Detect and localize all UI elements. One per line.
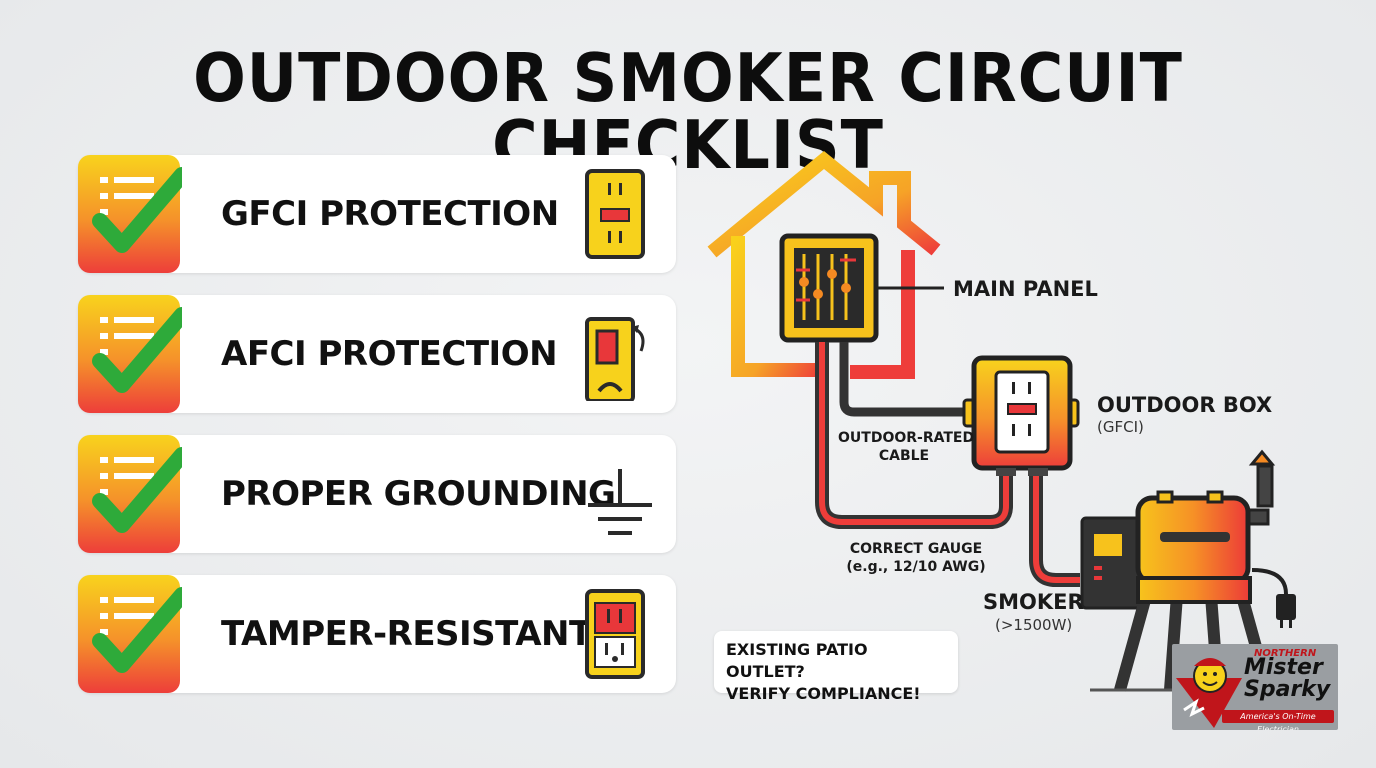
gfci-outlet-icon <box>585 169 645 259</box>
main-panel-icon <box>779 233 879 343</box>
cable-label-line2: CABLE <box>878 448 930 464</box>
logo-tagline: America's On-Time Electrician <box>1222 710 1334 730</box>
afci-breaker-icon <box>585 317 645 401</box>
note-line1: EXISTING PATIO OUTLET? <box>726 640 868 681</box>
checklist-item-tamper-resistant: TAMPER-RESISTANT <box>78 575 676 693</box>
checked-checkbox-icon <box>78 155 182 273</box>
logo-sparky: Sparky <box>1244 677 1331 702</box>
smoker-label: SMOKER <box>983 590 1084 614</box>
gauge-label-line2: (e.g., 12/10 AWG) <box>846 559 986 575</box>
gauge-label-line1: CORRECT GAUGE <box>849 541 983 557</box>
circuit-diagram <box>707 150 1296 692</box>
outdoor-gfci-box-icon <box>962 355 1080 476</box>
checklist-label: TAMPER-RESISTANT <box>221 614 592 654</box>
checklist-item-gfci: GFCI PROTECTION <box>78 155 676 273</box>
main-panel-label: MAIN PANEL <box>953 277 1098 301</box>
mister-sparky-logo: NORTHERN Mister Sparky America's On-Time… <box>1172 644 1338 730</box>
ground-symbol-icon <box>588 469 652 535</box>
checked-checkbox-icon <box>78 295 182 413</box>
house-icon <box>707 150 941 379</box>
checklist-label: PROPER GROUNDING <box>221 474 616 514</box>
checklist-label: GFCI PROTECTION <box>221 194 559 234</box>
outdoor-box-label: OUTDOOR BOX <box>1097 393 1273 417</box>
note-line2: VERIFY COMPLIANCE! <box>726 684 921 703</box>
checklist-item-grounding: PROPER GROUNDING <box>78 435 676 553</box>
smoker-icon <box>1080 449 1296 692</box>
mascot-icon <box>1176 658 1242 728</box>
logo-northern: NORTHERN <box>1254 648 1317 659</box>
smoker-sublabel: (>1500W) <box>995 616 1073 634</box>
cable-label-line1: OUTDOOR-RATED <box>838 430 975 446</box>
checked-checkbox-icon <box>78 435 182 553</box>
outdoor-box-sublabel: (GFCI) <box>1097 418 1144 436</box>
checked-checkbox-icon <box>78 575 182 693</box>
tamper-resistant-outlet-icon <box>585 589 645 679</box>
cable-icon <box>839 342 966 417</box>
page-title: OUTDOOR SMOKER CIRCUIT CHECKLIST <box>193 38 1183 185</box>
compliance-note: EXISTING PATIO OUTLET? VERIFY COMPLIANCE… <box>714 631 958 703</box>
checklist-label: AFCI PROTECTION <box>221 334 558 374</box>
checklist-item-afci: AFCI PROTECTION <box>78 295 676 413</box>
logo-mister: Mister <box>1244 655 1323 680</box>
